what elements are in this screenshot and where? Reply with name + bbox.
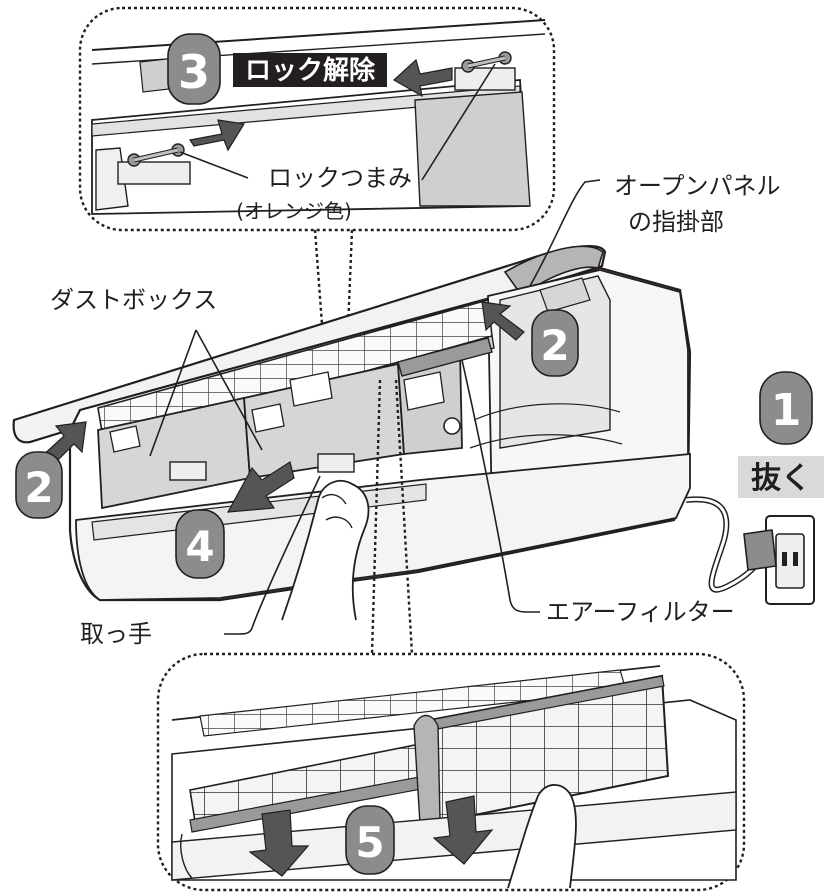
step-5-number: 5 (355, 818, 384, 867)
lock-knob-color-label: (オレンジ色) (236, 199, 352, 223)
hand-illustration (281, 479, 370, 621)
handle-label: 取っ手 (80, 620, 152, 648)
step-5-badge: 5 (345, 805, 395, 875)
step-3-number: 3 (178, 45, 210, 99)
open-panel-label-line2: の指掛部 (628, 208, 724, 236)
step-1-number: 1 (771, 385, 802, 436)
air-filter-label: エアーフィルター (546, 598, 735, 626)
air-conditioner-unit (12, 245, 692, 602)
lock-knob-label: ロックつまみ (268, 164, 412, 192)
arrow-left-icon (392, 58, 453, 98)
lock-release-label: ロック解除 (245, 55, 376, 86)
unplug-label-bg (738, 456, 824, 498)
open-panel-label-line1: オープンパネル (614, 172, 781, 200)
step-4-badge: 4 (175, 509, 225, 579)
dust-box-label: ダストボックス (50, 286, 217, 314)
arrow-down-icon (248, 809, 310, 877)
step-1-badge: 1 (759, 371, 813, 445)
arrow-down-left-icon (226, 461, 295, 513)
arrow-right-icon (188, 119, 245, 152)
step-4-number: 4 (185, 522, 214, 571)
step-2-badge-right: 2 (531, 309, 579, 377)
filter-removal-detail: 5 (156, 652, 746, 892)
arrow-down-icon (432, 795, 494, 865)
step-3-badge: 3 (167, 33, 221, 105)
wall-outlet (765, 515, 815, 605)
step-2-badge-left: 2 (15, 451, 63, 519)
lock-release-detail: 3 ロック解除 ロックつまみ (オレンジ色) (78, 6, 556, 232)
power-plug (743, 529, 777, 571)
step-2-number-left: 2 (24, 463, 53, 512)
step-2-number-right: 2 (540, 321, 569, 370)
lock-release-label-bg (233, 53, 387, 87)
arrow-up-left-icon (481, 301, 525, 341)
unplug-label: 抜く (751, 461, 811, 496)
